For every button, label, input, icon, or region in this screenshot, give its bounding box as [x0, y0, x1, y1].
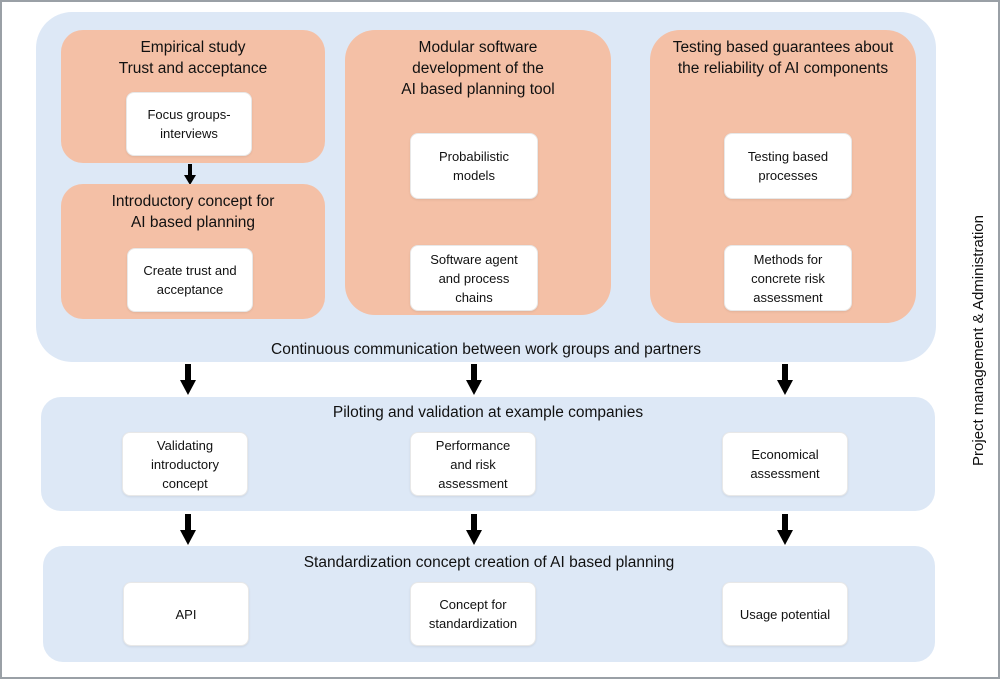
risk-assessment-methods-box: Methods for concrete risk assessment [724, 245, 852, 311]
modular-software-title: Modular software development of the AI b… [401, 39, 555, 98]
standardization-box-usage: Usage potential [722, 582, 848, 646]
arrow-piloting-to-standardization-1 [180, 514, 196, 546]
project-management-label: Project management & Administration [969, 214, 987, 466]
piloting-box-validating: Validating introductory concept [122, 432, 248, 496]
arrow-piloting-to-standardization-2 [466, 514, 482, 546]
arrow-top-to-piloting-2 [466, 364, 482, 396]
standardization-box-api: API [123, 582, 249, 646]
empirical-study-title: Empirical study Trust and acceptance [118, 39, 268, 77]
piloting-box-economical: Economical assessment [722, 432, 848, 496]
side-label-container: Project management & Administration [958, 30, 998, 650]
software-agent-box: Software agent and process chains [410, 245, 538, 311]
standardization-region: Standardization concept creation of AI b… [43, 546, 935, 662]
probabilistic-models-box: Probabilistic models [410, 133, 538, 199]
piloting-title: Piloting and validation at example compa… [332, 404, 644, 421]
introductory-concept-title: Introductory concept for AI based planni… [111, 193, 275, 231]
piloting-box-performance: Performance and risk assessment [410, 432, 536, 496]
top-region-footer: Continuous communication between work gr… [271, 341, 701, 358]
testing-processes-box: Testing based processes [724, 133, 852, 199]
create-trust-box: Create trust and acceptance [127, 248, 253, 312]
standardization-box-concept: Concept for standardization [410, 582, 536, 646]
testing-guarantees-box: Testing based guarantees about the relia… [650, 30, 916, 323]
arrow-top-to-piloting-3 [777, 364, 793, 396]
testing-guarantees-title: Testing based guarantees about the relia… [672, 39, 894, 77]
arrow-piloting-to-standardization-3 [777, 514, 793, 546]
modular-software-box: Modular software development of the AI b… [345, 30, 611, 315]
piloting-region: Piloting and validation at example compa… [41, 397, 935, 511]
focus-groups-box: Focus groups- interviews [126, 92, 252, 156]
arrow-top-to-piloting-1 [180, 364, 196, 396]
introductory-concept-box: Introductory concept for AI based planni… [61, 184, 325, 319]
standardization-title: Standardization concept creation of AI b… [303, 554, 675, 571]
empirical-study-box: Empirical study Trust and acceptance Foc… [61, 30, 325, 163]
arrow-empirical-to-intro [184, 164, 196, 186]
